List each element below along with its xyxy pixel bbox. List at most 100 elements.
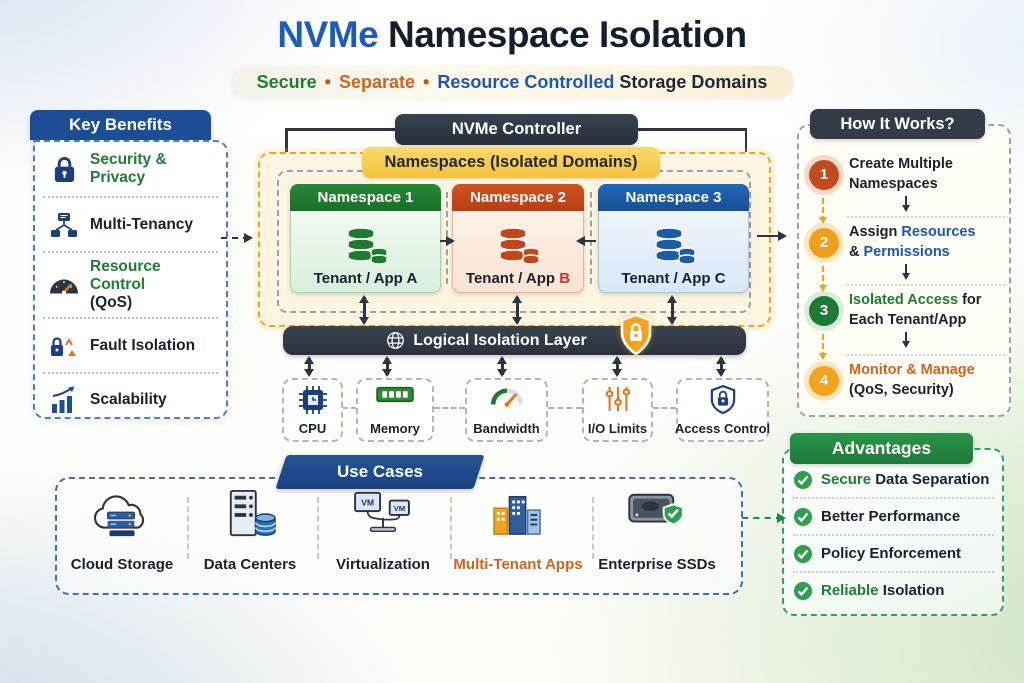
namespace-title: Namespace 3 [598,184,749,211]
use-cases-panel [55,477,743,595]
nvme-controller-box: NVMe Controller [395,114,638,145]
step-text-4: Monitor & Manage(QoS, Security) [849,362,975,398]
globe-icon [386,331,405,350]
use-cases-banner: Use Cases [275,455,485,489]
benefit-label: Multi-Tenancy [90,215,194,233]
benefit-label: Resource Control [90,258,161,293]
benefit-row-security: Security & Privacy [43,142,218,198]
key-benefits-panel: Security & Privacy Multi-Tenancy Resourc… [33,140,228,419]
scalability-icon [47,386,81,414]
enterprise-ssd-icon [627,489,687,538]
connector-line [285,128,395,131]
step-separator [847,216,1005,218]
subtitle-secure: Secure [256,72,317,92]
subtitle-pill: Secure•Separate•Resource Controlled Stor… [230,66,794,99]
step-separator [847,354,1005,356]
resource-label: Bandwidth [473,421,540,436]
database-icon [651,225,697,270]
fault-isolation-icon [47,333,81,359]
step-circle-1: 1 [809,160,839,190]
tenant-label: Tenant / App B [465,270,571,287]
step-flow-arrow [818,266,827,292]
benefit-row-multitenancy: Multi-Tenancy [43,198,218,253]
arrow-layer-access [716,356,726,377]
title-brand: NVMe [277,14,379,55]
resource-connector [434,407,465,409]
isolation-layer-label: Logical Isolation Layer [413,331,587,349]
bullet-separator: • [324,72,331,92]
arrow-layer-memory [382,356,392,377]
namespace-card-3: Namespace 3 Tenant / App C [598,184,749,293]
benefit-sublabel: (QoS) [90,294,133,311]
benefit-label: Fault Isolation [90,336,196,354]
resource-label: Memory [370,421,420,436]
resource-label: CPU [298,421,327,436]
arrow-ns3-isolation [667,295,677,325]
multi-tenancy-icon [47,211,81,239]
use-case-label: Data Centers [203,556,297,573]
check-icon [793,470,813,490]
advantages-header: Advantages [790,433,973,464]
benefit-label: Security & Privacy [90,151,167,186]
logical-isolation-bar: Logical Isolation Layer [283,326,746,355]
arrow-ns3-to-ns2 [576,235,596,246]
step-down-arrow [901,332,910,348]
arrow-layer-cpu [304,356,314,377]
benefit-row-resource-control: Resource Control (QoS) [43,253,218,319]
benefit-label: Scalability [90,391,167,408]
use-case-separator [187,497,189,559]
svg-text:VM: VM [361,497,374,507]
advantage-row: Policy Enforcement [793,536,994,573]
namespace-title: Namespace 2 [452,184,584,211]
benefit-row-scalability: Scalability [43,374,218,426]
use-case-separator [317,497,319,559]
step-flow-arrow [818,334,827,360]
bandwidth-gauge-icon [490,385,524,412]
use-case-label: Cloud Storage [70,556,174,573]
use-case-enterprise-ssds: Enterprise SSDs [587,489,727,573]
cpu-icon [298,385,328,420]
resource-box-cpu: CPU [282,378,343,442]
resource-connector [548,407,582,409]
use-case-separator [450,497,452,559]
arrow-layer-bandwidth [497,356,507,377]
arrow-ns1-to-ns2 [440,235,455,246]
advantage-row: Better Performance [793,499,994,536]
memory-icon [376,385,414,410]
page-title: NVMe Namespace Isolation [0,14,1024,56]
svg-text:VM: VM [394,504,406,513]
use-case-label: Multi-Tenant Apps [453,556,583,573]
title-rest: Namespace Isolation [378,14,747,55]
arrow-namespaces-to-steps [757,230,787,241]
check-icon [793,581,813,601]
advantages-panel: Secure Data Separation Better Performanc… [782,448,1004,616]
data-centers-icon [221,489,279,544]
cloud-storage-icon [91,489,153,546]
tenant-label: Tenant / App C [621,270,726,287]
resource-box-access-control: Access Control [674,378,771,442]
namespace-card-2: Namespace 2 Tenant / App B [452,184,584,293]
io-sliders-icon [604,385,632,418]
resource-label: Access Control [674,421,771,436]
resource-box-iolimits: I/O Limits [582,378,653,442]
resource-connector [653,407,676,409]
step-down-arrow [901,196,910,212]
arrow-ns1-isolation [359,295,369,325]
namespace-title: Namespace 1 [290,184,441,211]
use-case-multi-tenant-apps: Multi-Tenant Apps [448,489,588,573]
connector-line [285,128,288,154]
resource-box-bandwidth: Bandwidth [465,378,548,442]
step-circle-4: 4 [809,366,839,396]
connector-line [636,128,747,131]
step-text-2: Assign Resources& Permissions [849,224,976,260]
resource-connector [343,407,356,409]
arrow-ns2-isolation [512,295,522,325]
use-cases-title: Use Cases [336,462,423,481]
multi-tenant-apps-icon [490,489,546,542]
advantage-row: Secure Data Separation [793,462,994,499]
namespaces-band: Namespaces (Isolated Domains) [362,147,660,178]
